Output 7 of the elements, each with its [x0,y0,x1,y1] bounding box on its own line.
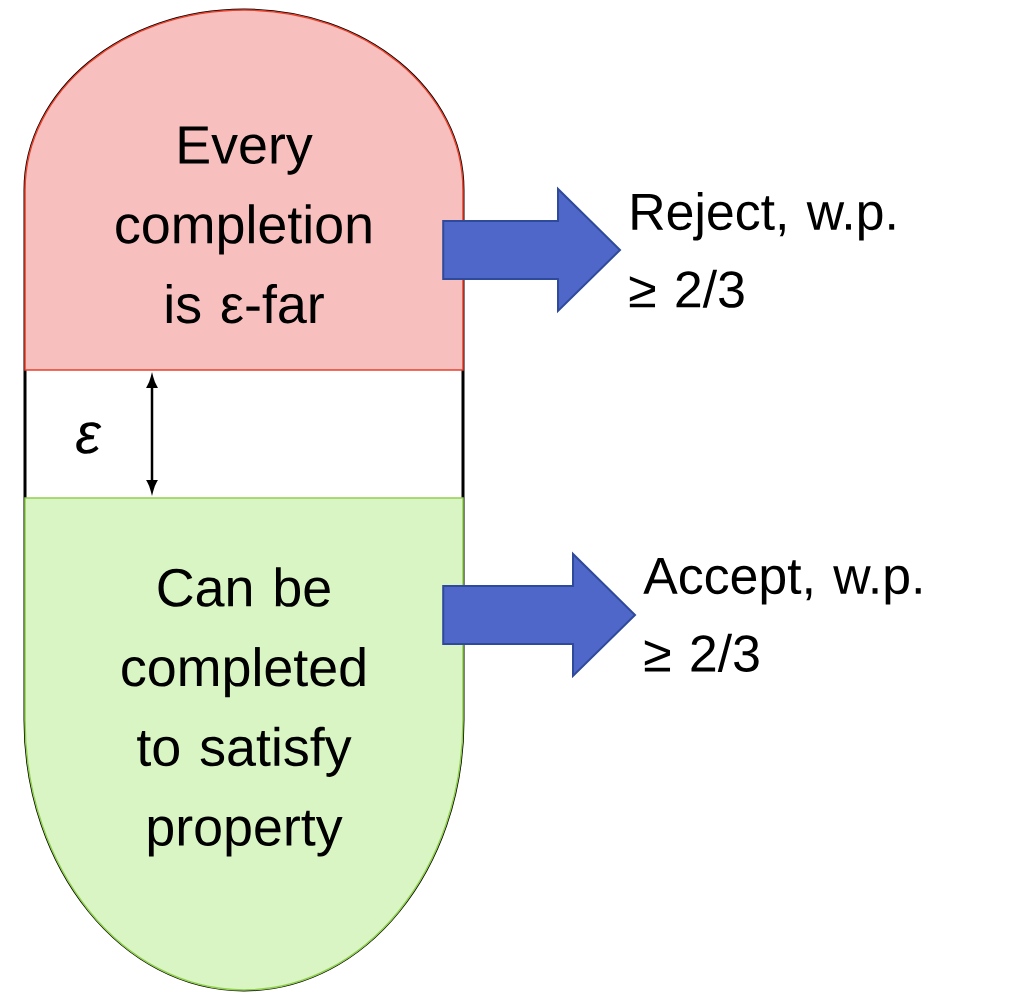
block-arrow [442,186,622,314]
shaded-region: Every completion is ε-far [24,9,464,371]
result-text: Reject, w.p. ≥ 2/3 [629,192,895,308]
block-arrow [442,551,637,679]
shaded-region: Can be completed to satisfy property [24,497,464,991]
result-text: Accept, w.p. ≥ 2/3 [643,558,921,672]
dimension-label: ε [76,422,102,454]
